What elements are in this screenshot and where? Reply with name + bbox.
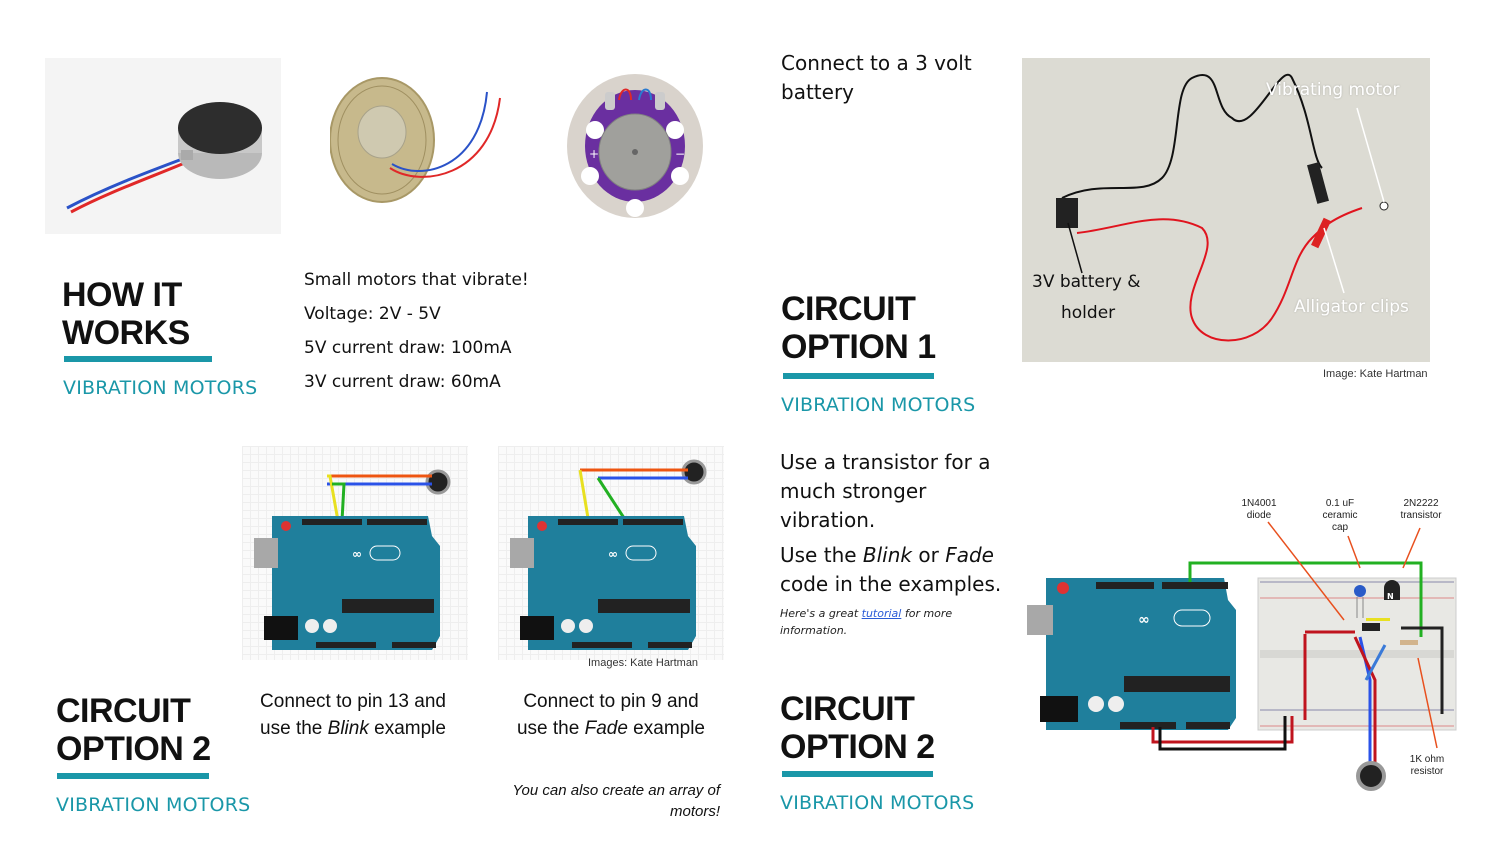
note-text: Here's a great [780, 607, 862, 620]
note-text: for more information. [780, 607, 953, 637]
code-text-part: code in the examples. [780, 572, 1002, 596]
svg-text:∞: ∞ [1138, 612, 1150, 628]
motor-photo-3: + − [565, 72, 705, 220]
diagram2-caption-line1: Connect to pin 9 and [523, 691, 699, 712]
annotation-line: diode [1246, 510, 1272, 521]
annotation-line: 1K ohm [1409, 754, 1445, 765]
coin-vibration-motor-photo [66, 102, 262, 214]
arduino-uno-board-icon: ∞ [254, 469, 451, 650]
tutorial-note: Here's a great tutorial for more informa… [780, 605, 980, 639]
option2-title-line1: CIRCUIT [56, 692, 191, 730]
option2-left-subtitle: VIBRATION MOTORS [56, 794, 251, 816]
code-text-part: Use the [780, 543, 863, 567]
option2-left-rule [57, 773, 209, 779]
option1-heading: CIRCUIT OPTION 1 [781, 290, 936, 366]
caption-text: use the [516, 718, 585, 739]
annotation-resistor: 1K ohm resistor [1406, 754, 1448, 778]
battery-circuit-photo: Vibrating motor 3V battery & holder Alli… [1022, 58, 1430, 362]
option2-right-subtitle: VIBRATION MOTORS [780, 792, 975, 814]
annotation-transistor: 2N2222 transistor [1394, 498, 1448, 522]
option2-images-credit: Images: Kate Hartman [588, 657, 699, 669]
motor-photo-2 [329, 68, 510, 208]
caption-emphasis: Fade [584, 718, 628, 739]
label-battery: 3V battery & [1032, 272, 1141, 292]
option1-rule [783, 373, 934, 379]
code-text-part: or [912, 543, 946, 567]
how-it-works-title-line1: HOW IT [62, 276, 182, 314]
fact-item: Small motors that vibrate! [304, 270, 529, 290]
arduino-uno-board-icon: ∞ [510, 459, 707, 650]
diagram1-caption-line1: Connect to pin 13 and [260, 691, 446, 712]
annotation-line: 0.1 uF [1325, 498, 1355, 509]
option1-subtitle: VIBRATION MOTORS [781, 394, 976, 416]
annotation-line: ceramic [1322, 510, 1358, 521]
code-text-emphasis: Blink [862, 543, 912, 567]
how-it-works-section: HOW IT WORKS [62, 276, 190, 352]
tutorial-link[interactable]: tutorial [861, 607, 902, 620]
option2-right-title-line1: CIRCUIT [780, 690, 915, 728]
option1-intro: Connect to a 3 volt battery [781, 51, 972, 104]
arduino-diagram-pin9: ∞ [498, 446, 724, 660]
motor-on-quarter-photo [329, 77, 501, 203]
wire-drawing [1056, 73, 1389, 342]
diagram1-caption-line2: use the Blink example [240, 715, 466, 742]
annotation-line: resistor [1410, 766, 1444, 777]
code-text: Use the Blink or Fade code in the exampl… [780, 541, 1004, 599]
array-note: You can also create an array of motors! [512, 782, 720, 820]
option2-right-title-line2: OPTION 2 [780, 728, 935, 766]
label-vibrating-motor: Vibrating motor [1266, 80, 1400, 100]
option1-credit: Image: Kate Hartman [1323, 368, 1428, 380]
annotation-line: cap [1331, 522, 1349, 533]
annotation-line: transistor [1400, 510, 1442, 521]
svg-text:∞: ∞ [608, 547, 618, 561]
svg-text:+: + [589, 147, 599, 161]
caption-text: use the [260, 718, 328, 739]
option1-title-line1: CIRCUIT [781, 290, 916, 328]
option1-title-line2: OPTION 1 [781, 328, 936, 366]
option2-right-heading: CIRCUIT OPTION 2 [780, 690, 935, 766]
label-alligator-clips: Alligator clips [1294, 297, 1409, 317]
caption-text: example [368, 718, 446, 739]
arduino-diagram-pin13: ∞ [242, 446, 468, 660]
annotation-cap: 0.1 uF ceramic cap [1319, 498, 1361, 534]
option2-title-line2: OPTION 2 [56, 730, 211, 768]
annotation-diode: 1N4001 diode [1238, 498, 1280, 522]
breadboard-circuit-drawing: ∞ N [1027, 521, 1457, 791]
how-it-works-rule [64, 356, 212, 362]
caption-text: example [627, 718, 706, 739]
transistor-text: Use a transistor for a much stronger vib… [780, 450, 991, 532]
fact-item: 3V current draw: 60mA [304, 372, 501, 392]
how-it-works-title-line2: WORKS [62, 314, 190, 352]
svg-text:−: − [675, 147, 685, 161]
option2-right-rule [782, 771, 933, 777]
fact-item: Voltage: 2V - 5V [304, 304, 441, 324]
how-it-works-subtitle: VIBRATION MOTORS [63, 377, 258, 399]
diagram1-caption: Connect to pin 13 and use the Blink exam… [240, 688, 466, 742]
svg-text:∞: ∞ [352, 547, 362, 561]
lilypad-vibe-board-photo: + − [567, 74, 703, 218]
code-text-emphasis: Fade [945, 543, 994, 567]
caption-emphasis: Blink [327, 718, 369, 739]
diagram2-caption-line2: use the Fade example [498, 715, 724, 742]
transistor-mark: N [1387, 592, 1394, 601]
annotation-line: 2N2222 [1403, 498, 1439, 509]
diagram2-caption: Connect to pin 9 and use the Fade exampl… [498, 688, 724, 742]
label-battery-holder: holder [1061, 303, 1116, 323]
annotation-line: 1N4001 [1241, 498, 1277, 509]
fact-item: 5V current draw: 100mA [304, 338, 512, 358]
motor-photo-1 [45, 58, 281, 234]
transistor-circuit-diagram: ∞ N 1N4001 diode [1010, 490, 1470, 800]
option2-left-heading: CIRCUIT OPTION 2 [56, 692, 211, 768]
facts-list: Small motors that vibrate! Voltage: 2V -… [304, 263, 529, 399]
